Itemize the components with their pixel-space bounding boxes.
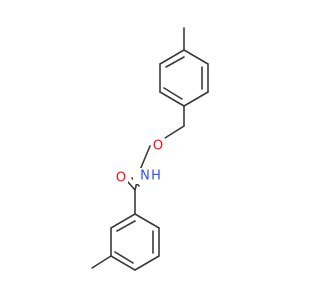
bond-carbonyl-double-1 <box>127 181 136 191</box>
bond-ring1-f-inner <box>165 56 185 68</box>
bond-ring2-c <box>134 255 160 271</box>
atom-n-h: N H <box>133 168 161 184</box>
bond-ch2-o-ether <box>164 125 185 139</box>
atom-o-carbonyl: O <box>114 170 128 186</box>
bond-ring2-a <box>134 213 160 229</box>
nitrogen-hydrogen-label: H <box>151 169 161 184</box>
bond-ring2-f-inner <box>116 220 136 232</box>
bond-methyl-bottom <box>91 255 112 269</box>
bond-ring1-f <box>159 49 185 65</box>
bond-ring2-f <box>110 213 136 229</box>
bottom-benzene-ring <box>110 213 160 271</box>
nitrogen-label: N <box>140 169 150 184</box>
oxygen-ether-label: O <box>153 139 163 154</box>
bond-ring2-d <box>110 255 136 271</box>
top-benzene-ring <box>159 49 209 107</box>
molecule-structure-diagram: O N H O <box>91 27 209 271</box>
bond-ring2-d-inner <box>114 251 134 264</box>
bond-ring1-d <box>159 91 185 107</box>
bond-ring1-d-inner <box>163 87 183 100</box>
bond-ring1-c <box>183 91 209 107</box>
atom-o-ether: O <box>151 138 165 154</box>
bond-ring1-a <box>183 49 209 65</box>
oxygen-carbonyl-label: O <box>116 171 126 186</box>
bond-o-ether-n <box>139 145 151 171</box>
